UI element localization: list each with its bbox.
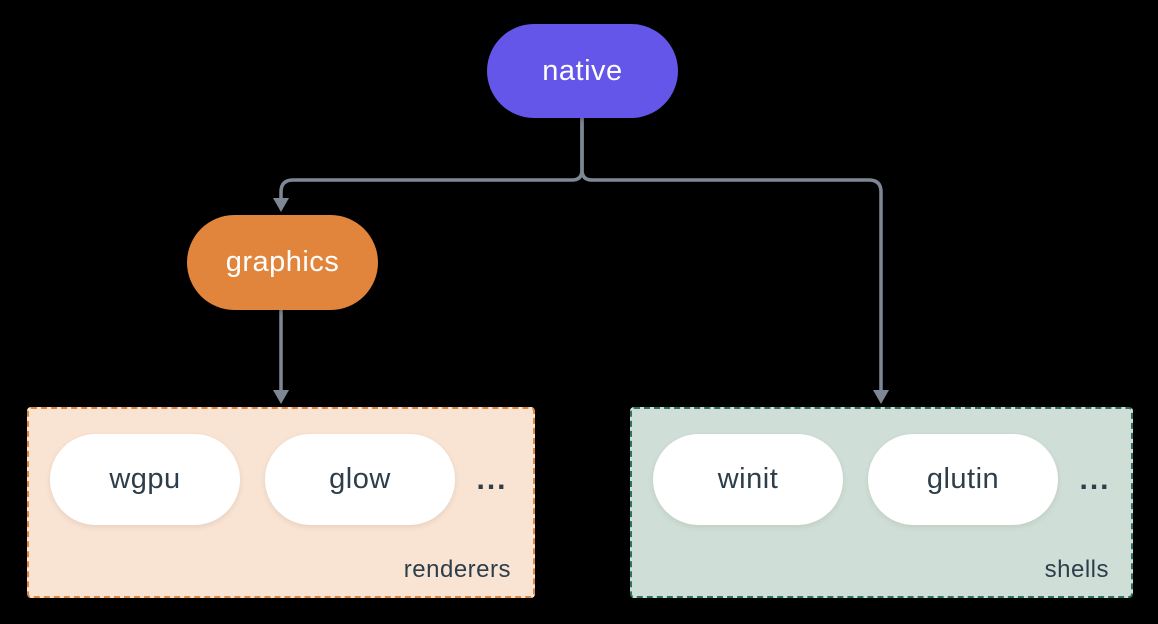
arrowhead-shells: [873, 390, 889, 404]
node-winit: winit: [653, 434, 843, 525]
node-winit-label: winit: [717, 463, 779, 495]
connector-native-to-shells: [580, 118, 883, 390]
node-glutin: glutin: [868, 434, 1058, 525]
node-graphics-label: graphics: [225, 246, 340, 278]
node-glow: glow: [265, 434, 455, 525]
shells-group-label: shells: [1044, 556, 1109, 583]
node-glow-label: glow: [329, 463, 391, 495]
node-glutin-label: glutin: [926, 463, 1000, 495]
arrowhead-graphics: [273, 198, 289, 212]
group-shells: winit glutin ... shells: [630, 407, 1133, 598]
group-renderers: wgpu glow ... renderers: [27, 407, 535, 598]
renderers-ellipsis: ...: [476, 462, 508, 496]
renderers-group-label: renderers: [403, 556, 511, 583]
node-wgpu: wgpu: [50, 434, 240, 525]
shells-ellipsis: ...: [1079, 462, 1111, 496]
node-wgpu-label: wgpu: [109, 463, 181, 495]
arrowhead-renderers: [273, 390, 289, 404]
node-native: native: [487, 24, 678, 118]
connector-native-to-graphics: [279, 118, 584, 198]
node-native-label: native: [542, 54, 623, 87]
node-graphics: graphics: [187, 215, 378, 310]
